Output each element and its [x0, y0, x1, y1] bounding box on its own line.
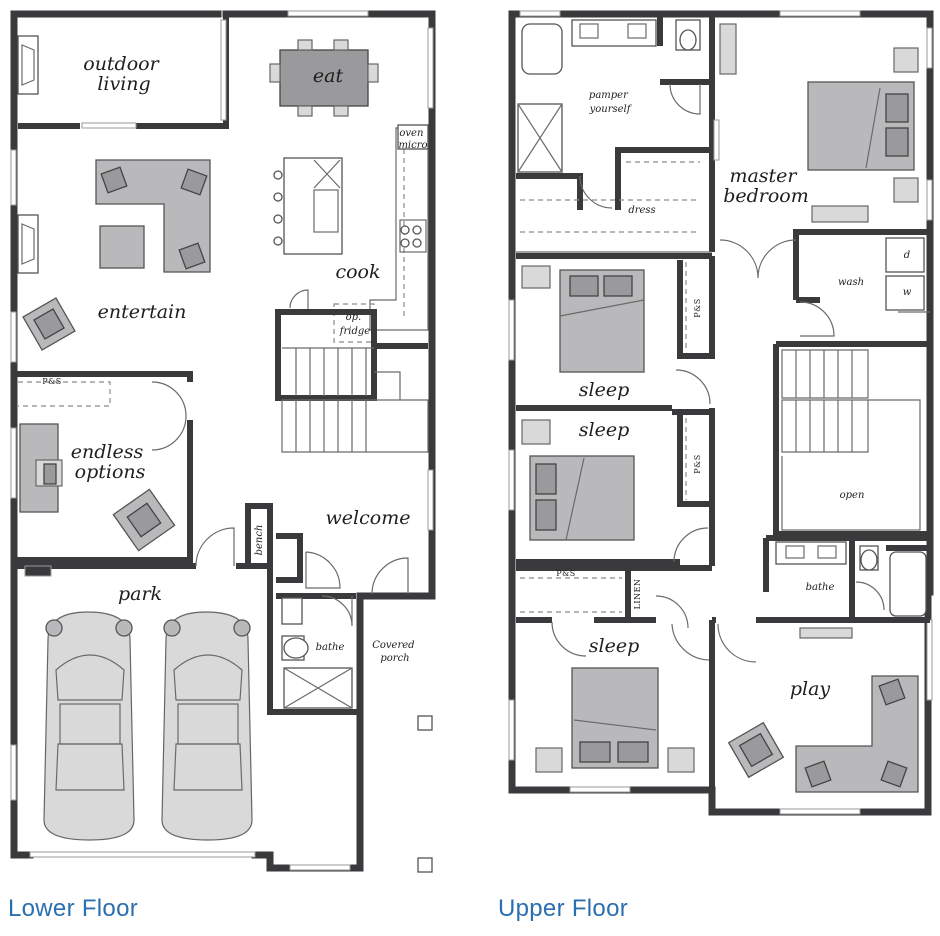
label-cook: cook [335, 261, 380, 283]
label-bathe-lower: bathe [316, 642, 345, 653]
label-entertain: entertain [98, 301, 187, 323]
label-washer-w: w [903, 287, 912, 298]
master-bed [807, 81, 915, 171]
label-endless-options: endless options [71, 441, 150, 483]
armchair-play [727, 721, 785, 779]
label-eat: eat [313, 65, 344, 87]
upper-floor-caption: Upper Floor [498, 895, 629, 922]
label-oven-micro: oven micro [398, 128, 427, 151]
upper-floor-plan: pamper yourself master bedroom dress was… [508, 10, 934, 816]
sleep-bed-3 [571, 667, 659, 769]
armchair-entertain [22, 297, 76, 351]
label-washer-d: d [904, 250, 910, 261]
play-sectional [795, 675, 919, 793]
label-open: open [840, 490, 865, 501]
upper-stairs [781, 349, 921, 531]
car-left [43, 611, 135, 841]
label-linen: LINEN [633, 579, 642, 610]
sleep-bed-2 [529, 455, 635, 541]
car-right [161, 611, 253, 841]
label-pns-lower: P&S [42, 377, 61, 386]
label-sleep-2: sleep [579, 419, 629, 441]
label-sleep-3: sleep [589, 635, 639, 657]
label-bathe-upper: bathe [806, 582, 835, 593]
dining-table [269, 39, 379, 117]
label-park: park [118, 583, 162, 605]
lower-stairs [281, 347, 429, 453]
label-welcome: welcome [326, 507, 411, 529]
lower-floor-caption: Lower Floor [8, 895, 139, 922]
label-master-bedroom: master bedroom [723, 165, 809, 207]
label-pns-upper-2: P&S [693, 454, 702, 473]
label-pns-upper-1: P&S [693, 298, 702, 317]
sleep-bed-1 [559, 269, 645, 373]
label-dress: dress [628, 205, 655, 216]
label-pns-upper-3: P&S [556, 569, 575, 578]
armchair-options [112, 488, 176, 552]
label-sleep-1: sleep [579, 379, 629, 401]
label-bench: bench [254, 525, 265, 556]
lower-floor-plan: outdoor living eat oven micro cook op. f… [10, 10, 436, 873]
sectional-sofa [95, 159, 211, 273]
label-wash: wash [838, 277, 864, 288]
label-fridge: op. fridge [339, 312, 370, 337]
label-covered-porch: Covered porch [372, 640, 418, 664]
label-pamper-yourself: pamper yourself [589, 90, 633, 115]
label-play: play [790, 678, 831, 700]
label-outdoor-living: outdoor living [83, 53, 164, 95]
